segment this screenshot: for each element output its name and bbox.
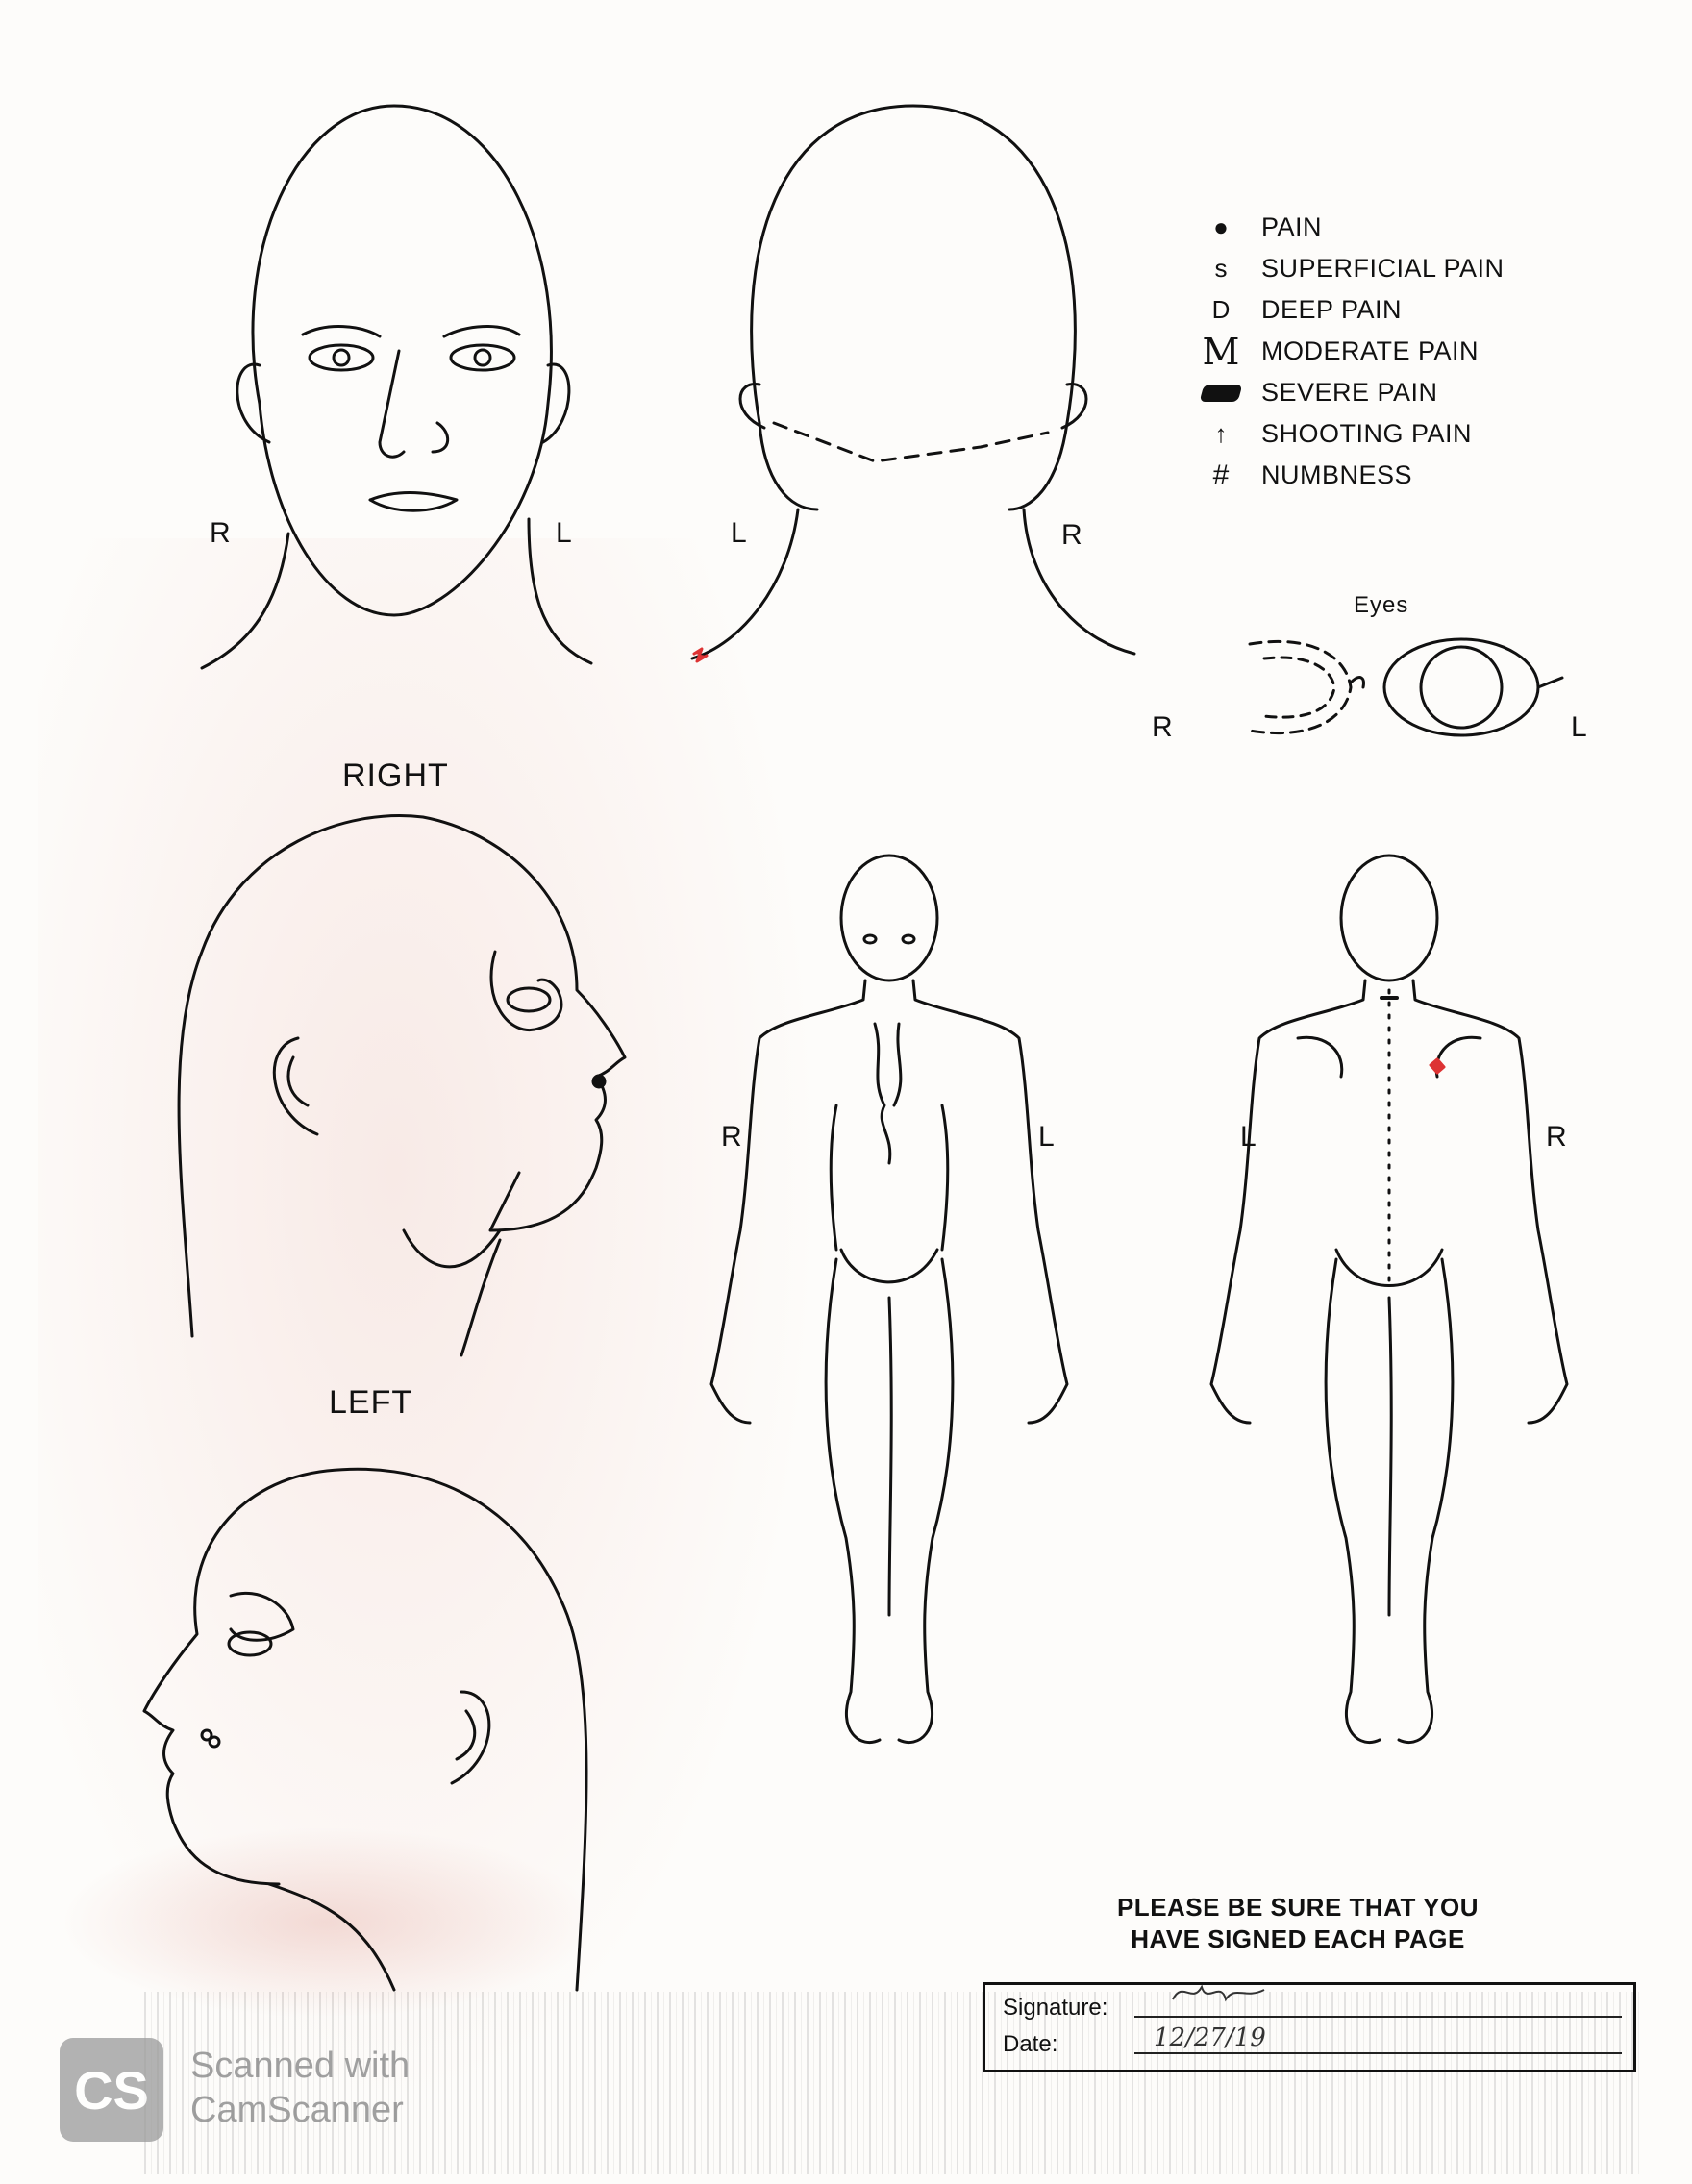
front-body-left-label: L [1038,1121,1056,1153]
left-profile-title: LEFT [329,1384,413,1421]
legend-label: NUMBNESS [1261,460,1413,489]
front-head-figure [200,104,593,670]
d-symbol-icon: D [1211,295,1231,324]
front-body-right-label: R [721,1121,743,1153]
right-profile-figure [177,814,627,1357]
legend-item-pain: ● PAIN [1192,207,1596,248]
right-profile-title: RIGHT [342,757,449,794]
dot-icon: ● [1213,212,1229,241]
paper-tint [38,538,827,2124]
back-body-right-label: R [1546,1121,1568,1153]
date-value: 12/27/19 [1154,2023,1266,2052]
front-body-figure [709,854,1069,1744]
signature-box: Signature: Date: 12/27/19 [983,1982,1636,2072]
signature-scribble [1172,1984,1265,2002]
eyes-left-label: L [1571,711,1588,743]
paper-tint-lower [58,1826,596,2019]
legend-label: SHOOTING PAIN [1261,419,1473,448]
eyes-figure [1248,637,1564,737]
watermark-line-1: Scanned with [190,2046,411,2086]
signature-notice: PLEASE BE SURE THAT YOU HAVE SIGNED EACH… [1058,1892,1538,1955]
legend-item-moderate: M MODERATE PAIN [1192,330,1596,373]
watermark-line-2: CamScanner [190,2090,404,2130]
back-head-right-label: R [1061,519,1083,551]
notice-line-1: PLEASE BE SURE THAT YOU [1116,1893,1480,1922]
back-head-left-label: L [731,517,748,549]
date-line[interactable] [1134,2052,1622,2054]
legend-label: PAIN [1261,212,1323,241]
left-profile-figure [142,1467,588,1992]
eyes-right-label: R [1152,711,1174,743]
back-body-left-label: L [1240,1121,1257,1153]
legend-item-severe: SEVERE PAIN [1192,372,1596,413]
signature-line[interactable] [1134,2016,1622,2018]
back-head-figure [690,104,1136,663]
legend-label: SUPERFICIAL PAIN [1261,254,1505,283]
legend-item-deep: D DEEP PAIN [1192,289,1596,331]
m-symbol-icon: M [1202,330,1240,373]
s-symbol-icon: s [1214,254,1228,283]
front-head-left-label: L [556,517,573,549]
eyes-title: Eyes [1354,592,1409,618]
pain-legend: ● PAIN s SUPERFICIAL PAIN D DEEP PAIN M … [1192,207,1596,496]
date-label: Date: [1003,2031,1058,2057]
front-head-right-label: R [210,517,232,549]
crosshatch-icon: # [1212,459,1230,491]
scan-noise [144,1992,1644,2174]
camscanner-logo: CS [60,2038,163,2142]
legend-label: SEVERE PAIN [1261,378,1438,407]
notice-line-2: HAVE SIGNED EACH PAGE [1131,1924,1465,1953]
legend-item-superficial: s SUPERFICIAL PAIN [1192,248,1596,289]
legend-item-shooting: ↑ SHOOTING PAIN [1192,413,1596,455]
legend-label: MODERATE PAIN [1261,336,1480,365]
camscanner-watermark: Scanned with CamScanner [190,2044,410,2132]
legend-label: DEEP PAIN [1261,295,1403,324]
back-body-figure [1209,854,1569,1744]
signature-label: Signature: [1003,1995,1108,2021]
arrow-up-icon: ↑ [1214,419,1228,448]
legend-item-numbness: # NUMBNESS [1192,455,1596,496]
severe-block-icon [1192,384,1250,402]
